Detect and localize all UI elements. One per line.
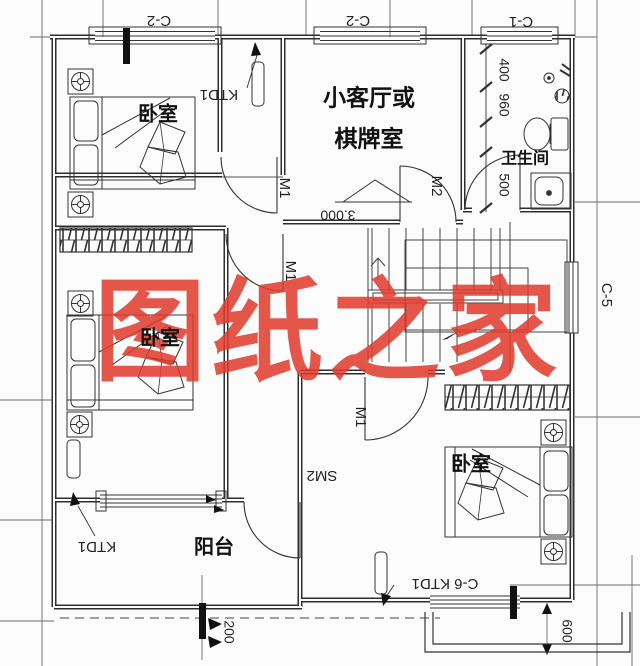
door-sm2-balcony [243, 501, 301, 559]
window-c2-left [88, 26, 222, 45]
dim-600: 600 [559, 619, 575, 643]
bed-bedroom3 [444, 446, 573, 538]
window-label-c2-left: C-2 [147, 12, 171, 29]
balcony-sliding-window [95, 490, 227, 513]
room-label-balcony: 阳台 [194, 535, 234, 559]
ac-label-ktd1-top: KTD1 [200, 86, 238, 103]
room-label-bedroom2: 卧室 [140, 326, 180, 350]
door-m1-bedroom2 [225, 233, 284, 292]
window-c2-mid [313, 26, 427, 45]
shower-icon [543, 63, 571, 104]
window-label-c5: C-5 [598, 283, 615, 307]
dim-tick-bold [510, 586, 517, 619]
bed-bedroom2 [66, 314, 194, 411]
doors [220, 154, 521, 559]
walls [50, 34, 575, 610]
room-label-living-line1: 小客厅或 [323, 84, 415, 110]
window-label-c2-mid: C-2 [346, 12, 370, 29]
ac-label-ktd1-left: KTD1 [78, 538, 116, 555]
window-label-c6-ktd1: C-6 KTD1 [412, 575, 479, 592]
toilet-icon [523, 117, 569, 151]
room-label-bedroom1: 卧室 [138, 102, 178, 126]
window-label-c1: C-1 [509, 13, 533, 30]
sink-icon [530, 172, 572, 210]
wardrobe-bedroom3 [444, 384, 571, 411]
watermark: 图纸之家 [94, 272, 562, 396]
door-label-m2: M2 [428, 176, 445, 197]
stair-direction-arrow [370, 257, 386, 280]
window-pier-tick [123, 28, 130, 64]
window-c5 [564, 261, 579, 334]
door-m2-living [399, 165, 457, 223]
dimension-marks [199, 43, 552, 655]
ac-unit-bedroom3 [374, 551, 388, 595]
dim-200: 200 [221, 620, 237, 644]
room-label-bedroom3: 卧室 [451, 452, 491, 476]
dim-400: 400 [496, 58, 512, 82]
ac-unit-left [66, 439, 81, 479]
door-bathroom [464, 154, 521, 211]
bed-bedroom1 [69, 96, 196, 190]
stair-arrowhead [442, 330, 461, 340]
level-marker [335, 179, 412, 203]
bathroom-fixtures [523, 63, 572, 210]
window-c1 [480, 26, 559, 45]
room-label-bathroom: 卫生间 [501, 149, 549, 168]
dim-level: 3.000 [320, 207, 355, 223]
window-c6 [430, 595, 520, 609]
room-label-living-line2: 棋牌室 [335, 125, 404, 151]
door-m1-bedroom1 [220, 156, 278, 214]
door-label-sm2: SM2 [307, 467, 338, 484]
dim-960: 960 [496, 93, 512, 117]
door-label-m1-bedroom3: M1 [352, 407, 369, 428]
staircase [367, 222, 568, 372]
wardrobes [59, 227, 571, 411]
dim-500: 500 [496, 173, 512, 197]
windows [88, 26, 579, 609]
dim-tick-bold [199, 603, 206, 639]
door-m1-bedroom3 [364, 376, 429, 441]
door-label-m1-hall: M1 [276, 178, 293, 199]
porch [424, 612, 631, 653]
door-label-m1-bedroom2: M1 [282, 261, 299, 282]
ac-unit-top [251, 61, 265, 107]
ac-units [66, 42, 395, 606]
